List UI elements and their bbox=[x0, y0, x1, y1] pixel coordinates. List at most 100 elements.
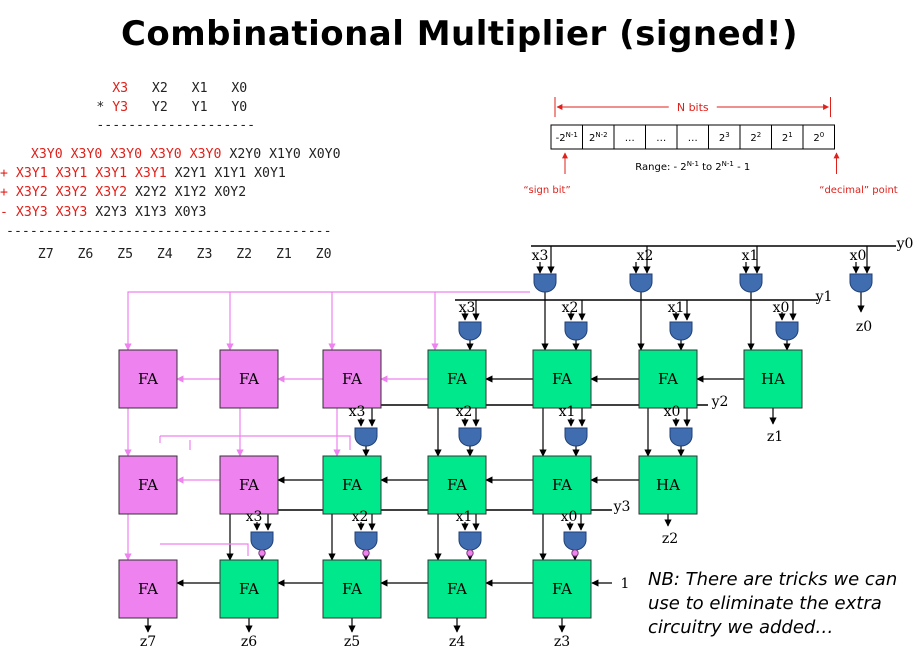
partial-product-1: + X3Y1 X3Y1 X3Y1 X3Y1 X2Y1 X1Y1 X0Y1 bbox=[0, 166, 286, 181]
and-gate-icon bbox=[563, 531, 587, 551]
z-output-label: z5 bbox=[344, 634, 360, 650]
full-adder bbox=[532, 455, 592, 515]
register-cell bbox=[802, 124, 835, 150]
inverter-bubble-icon bbox=[571, 549, 579, 557]
register-cell-label: 22 bbox=[750, 131, 761, 144]
full-adder bbox=[219, 455, 279, 515]
and-gate-icon bbox=[849, 273, 873, 293]
and-gate-icon bbox=[775, 321, 799, 341]
x-label: x2 bbox=[352, 509, 369, 525]
wires bbox=[124, 245, 896, 633]
full-adder-label: FA bbox=[552, 476, 572, 494]
full-adder-label: FA bbox=[552, 370, 572, 388]
x-label: x0 bbox=[773, 300, 790, 316]
full-adder-label: FA bbox=[239, 476, 259, 494]
and-gate-icon bbox=[629, 273, 653, 293]
x-label: x2 bbox=[562, 300, 579, 316]
x-label: x3 bbox=[459, 300, 476, 316]
full-adder-label: FA bbox=[138, 476, 158, 494]
wire bbox=[160, 435, 351, 450]
and-gate-icon bbox=[533, 273, 557, 293]
z-output-label: z3 bbox=[554, 634, 570, 650]
z-output-label: z6 bbox=[241, 634, 257, 650]
wire bbox=[160, 543, 249, 556]
y2-label: y2 bbox=[711, 394, 729, 410]
x-label: x1 bbox=[559, 404, 576, 420]
x-label: x0 bbox=[561, 509, 578, 525]
register-cell-label: 20 bbox=[813, 131, 824, 144]
inverter-bubble-icon bbox=[362, 549, 370, 557]
and-gates bbox=[250, 273, 873, 557]
partial-product-0: X3Y0 X3Y0 X3Y0 X3Y0 X3Y0 X2Y0 X1Y0 X0Y0 bbox=[15, 147, 341, 162]
page-title: Combinational Multiplier (signed!) bbox=[120, 14, 799, 54]
half-adder-label: HA bbox=[761, 370, 785, 388]
x-label: x0 bbox=[850, 248, 867, 264]
and-gate-icon bbox=[458, 531, 482, 551]
full-adder bbox=[219, 559, 279, 619]
register-cell bbox=[582, 124, 615, 150]
multiplicand-row: X3 X2 X1 X0 bbox=[112, 81, 248, 96]
full-adder bbox=[322, 559, 382, 619]
y1-label: y1 bbox=[815, 289, 833, 305]
z2-label: z2 bbox=[662, 531, 678, 547]
and-gate-icon bbox=[564, 427, 588, 447]
x-label: x2 bbox=[456, 404, 473, 420]
full-adder-label: FA bbox=[342, 580, 362, 598]
register-cell bbox=[613, 124, 646, 150]
full-adder bbox=[118, 455, 178, 515]
full-adder-label: FA bbox=[239, 370, 259, 388]
y0-label: y0 bbox=[896, 236, 914, 252]
and-gate-icon bbox=[354, 531, 378, 551]
full-adder-label: FA bbox=[447, 370, 467, 388]
full-adder bbox=[118, 559, 178, 619]
partial-product-3: - X3Y3 X3Y3 X2Y3 X1Y3 X0Y3 bbox=[0, 205, 207, 220]
register-cell bbox=[676, 124, 709, 150]
full-adder bbox=[532, 349, 592, 409]
full-adder bbox=[118, 349, 178, 409]
full-adder bbox=[638, 349, 698, 409]
z-output-label: z7 bbox=[140, 634, 156, 650]
separator: ----------------------------------------… bbox=[6, 224, 332, 239]
full-adder-label: FA bbox=[552, 580, 572, 598]
n-bits-label-bg bbox=[668, 100, 717, 114]
full-adder bbox=[532, 559, 592, 619]
x-label: x1 bbox=[456, 509, 473, 525]
full-adder bbox=[322, 349, 382, 409]
and-gate-icon bbox=[354, 427, 378, 447]
decimal-point-label: “decimal” point bbox=[819, 185, 898, 196]
and-gate-icon bbox=[458, 427, 482, 447]
full-adder-label: FA bbox=[658, 370, 678, 388]
full-adder bbox=[427, 349, 487, 409]
z-output-label: z4 bbox=[449, 634, 465, 650]
range-label: Range: - 2N-1 to 2N-1 - 1 bbox=[635, 160, 750, 173]
register-cell bbox=[708, 124, 741, 150]
full-adder bbox=[219, 349, 279, 409]
x-label: x1 bbox=[742, 248, 759, 264]
inverter-bubble-icon bbox=[466, 549, 474, 557]
carry-in-one-label: 1 bbox=[621, 576, 630, 592]
x-label: x3 bbox=[349, 404, 366, 420]
x-label: x0 bbox=[664, 404, 681, 420]
partial-product-2: + X3Y2 X3Y2 X3Y2 X2Y2 X1Y2 X0Y2 bbox=[0, 185, 247, 200]
half-adder bbox=[743, 349, 803, 409]
x-label: x2 bbox=[637, 248, 654, 264]
z0-label: z0 bbox=[856, 319, 872, 335]
register-cell-label: … bbox=[625, 133, 635, 144]
and-gate-icon bbox=[564, 321, 588, 341]
full-adder bbox=[322, 455, 382, 515]
register-cell-label: 21 bbox=[782, 131, 793, 144]
and-gate-icon bbox=[458, 321, 482, 341]
full-adder-label: FA bbox=[138, 370, 158, 388]
y3-label: y3 bbox=[613, 499, 631, 515]
and-gate-icon bbox=[669, 321, 693, 341]
half-adder bbox=[638, 455, 698, 515]
full-adder-label: FA bbox=[138, 580, 158, 598]
x-label: x3 bbox=[246, 509, 263, 525]
multiplier-row: * Y3 Y2 Y1 Y0 bbox=[9, 100, 248, 115]
full-adder-label: FA bbox=[342, 370, 362, 388]
full-adder-label: FA bbox=[342, 476, 362, 494]
